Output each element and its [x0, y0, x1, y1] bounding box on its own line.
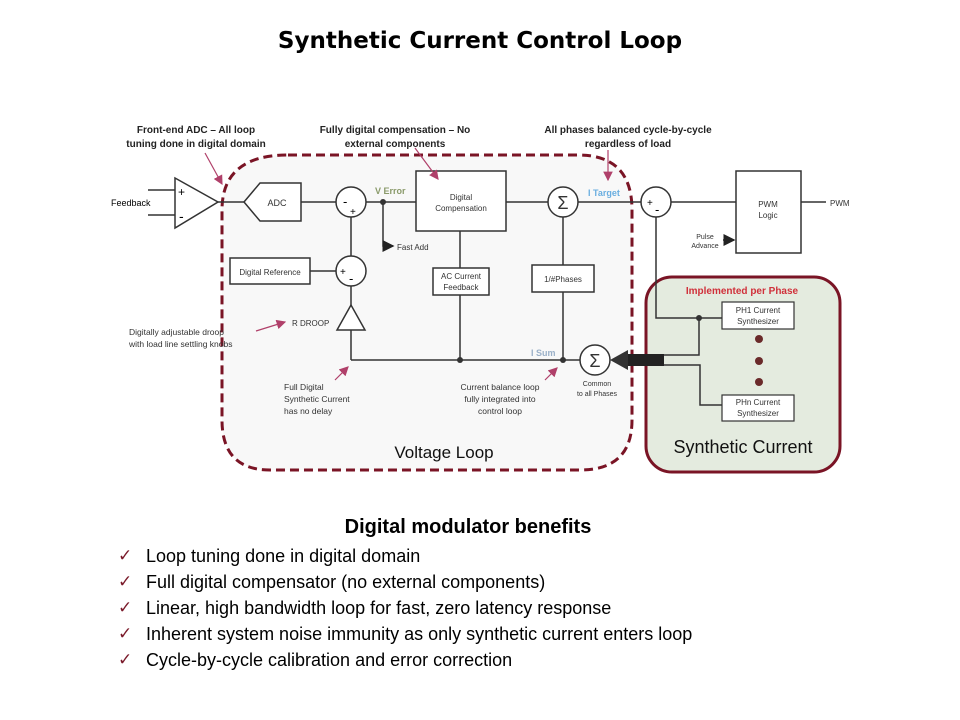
benefit-text: Inherent system noise immunity as only s…: [146, 623, 693, 644]
callout-droop-2: with load line settling knobs: [128, 339, 232, 349]
callout-droop-1: Digitally adjustable droop: [129, 327, 224, 337]
voltage-loop-boundary: [220, 153, 634, 472]
callout-all-phases-2: regardless of load: [585, 139, 671, 150]
comp-label-1: Digital: [450, 193, 472, 202]
check-icon: ✓: [118, 546, 133, 565]
reference-minus: -: [349, 271, 353, 286]
benefit-text: Loop tuning done in digital domain: [146, 545, 421, 566]
phn-label-2: Synthesizer: [737, 409, 779, 418]
target-summer: [547, 186, 579, 218]
r-droop-label: R DROOP: [292, 319, 329, 328]
synthetic-current-label: Synthetic Current: [673, 437, 812, 457]
adc-block: [243, 182, 302, 222]
benefit-item: ✓ Loop tuning done in digital domain: [118, 543, 692, 569]
reference-plus: +: [340, 267, 346, 278]
amp-minus: -: [179, 208, 184, 224]
phn-synthesizer-block: [721, 394, 795, 422]
pwm-output-label: PWM: [830, 199, 850, 208]
feedback-amplifier: [174, 176, 220, 230]
phase-divider-block: [531, 264, 595, 293]
error-summer-minus: -: [343, 194, 347, 209]
ellipsis-dot: [755, 335, 763, 343]
compare-minus: -: [655, 202, 659, 217]
ph1-label-2: Synthesizer: [737, 317, 779, 326]
callout-full-digital-3: has no delay: [284, 406, 333, 416]
ac-feedback-label-2: Feedback: [443, 283, 479, 292]
i-target-label: I Target: [588, 188, 620, 198]
implemented-per-phase-label: Implemented per Phase: [686, 286, 799, 297]
callout-current-balance-2: fully integrated into: [464, 394, 536, 404]
pwm-logic-block: [735, 170, 802, 254]
bus-arrow-icon: [610, 350, 628, 370]
common-label-1: Common: [583, 381, 612, 388]
common-label-2: to all Phases: [577, 391, 618, 398]
callout-fully-digital-2: external components: [345, 139, 446, 150]
voltage-loop-label: Voltage Loop: [394, 443, 493, 462]
sigma-icon: Σ: [557, 193, 568, 213]
adc-label: ADC: [267, 198, 287, 208]
fast-add-label: Fast Add: [397, 243, 429, 252]
compare-plus: +: [647, 198, 653, 209]
current-compare-summer: [640, 186, 672, 218]
callout-all-phases-1: All phases balanced cycle-by-cycle: [544, 125, 712, 136]
callout-full-digital-2: Synthetic Current: [284, 394, 350, 404]
ellipsis-dot: [755, 357, 763, 365]
benefit-text: Full digital compensator (no external co…: [146, 571, 546, 592]
benefit-text: Linear, high bandwidth loop for fast, ze…: [146, 597, 612, 618]
digital-reference-label: Digital Reference: [239, 268, 301, 277]
error-summer: [335, 186, 367, 218]
feedback-label: Feedback: [111, 198, 151, 208]
check-icon: ✓: [118, 624, 133, 643]
pulse-advance-label-1: Pulse: [696, 234, 714, 241]
callout-current-balance-1: Current balance loop: [461, 382, 540, 392]
v-error-label: V Error: [375, 186, 406, 196]
callout-fully-digital-1: Fully digital compensation – No: [320, 125, 471, 136]
ellipsis-dot: [755, 378, 763, 386]
benefit-item: ✓ Full digital compensator (no external c…: [118, 569, 692, 595]
r-droop-amplifier: [335, 303, 367, 331]
callout-front-end-adc-2: tuning done in digital domain: [126, 139, 265, 150]
phase-bus: [628, 354, 664, 366]
benefit-item: ✓ Cycle-by-cycle calibration and error co…: [118, 647, 692, 673]
check-icon: ✓: [118, 572, 133, 591]
amp-plus: +: [178, 185, 185, 199]
comp-label-2: Compensation: [435, 204, 487, 213]
check-icon: ✓: [118, 598, 133, 617]
digital-reference-block: [229, 257, 311, 285]
ph1-label-1: PH1 Current: [736, 306, 781, 315]
reference-summer: [335, 255, 367, 287]
benefit-text: Cycle-by-cycle calibration and error cor…: [146, 649, 513, 670]
callout-full-digital-1: Full Digital: [284, 382, 324, 392]
error-summer-plus: +: [350, 207, 356, 218]
ac-feedback-label-1: AC Current: [441, 272, 482, 281]
pwm-logic-label-2: Logic: [758, 211, 777, 220]
callout-front-end-adc-1: Front-end ADC – All loop: [137, 125, 255, 136]
i-sum-label: I Sum: [531, 348, 556, 358]
callout-current-balance-3: control loop: [478, 406, 522, 416]
benefit-item: ✓ Inherent system noise immunity as only …: [118, 621, 692, 647]
phase-divider-label: 1/#Phases: [544, 275, 582, 284]
ac-current-feedback-block: [432, 267, 490, 296]
common-sigma-icon: Σ: [589, 351, 600, 371]
pulse-advance-label-2: Advance: [691, 243, 718, 250]
page-title: Synthetic Current Control Loop: [277, 28, 683, 54]
benefits-list: ✓ Loop tuning done in digital domain ✓ Ful…: [118, 543, 692, 673]
digital-compensation-block: [415, 170, 507, 232]
check-icon: ✓: [118, 650, 133, 669]
benefit-item: ✓ Linear, high bandwidth loop for fast, z…: [118, 595, 692, 621]
benefits-title: Digital modulator benefits: [344, 516, 592, 538]
common-summer: [579, 344, 611, 376]
phn-label-1: PHn Current: [736, 398, 781, 407]
pwm-logic-label-1: PWM: [758, 200, 778, 209]
ph1-synthesizer-block: [721, 301, 795, 330]
